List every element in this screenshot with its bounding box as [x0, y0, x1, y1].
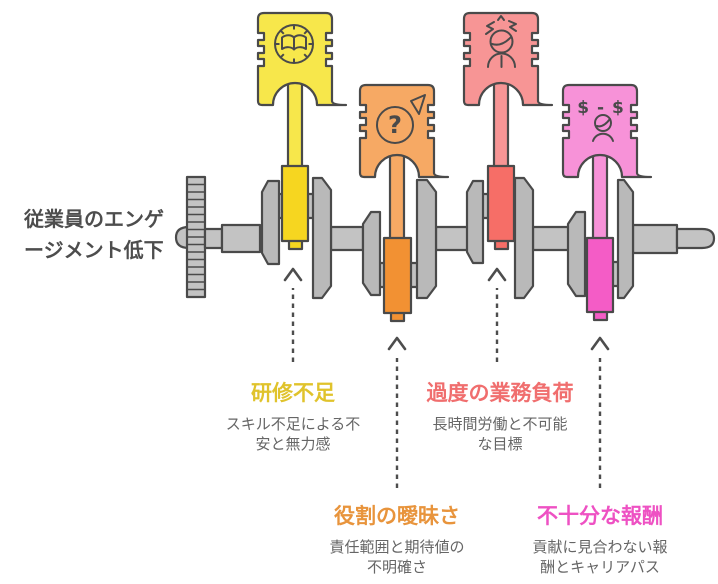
- piston-reward: $ - $: [561, 83, 653, 179]
- crank-web: [311, 176, 333, 300]
- arrow-training: [283, 267, 303, 362]
- rod-reward: [591, 148, 609, 242]
- shaft-segment: [434, 225, 470, 252]
- training-book-icon: [274, 24, 314, 64]
- shaft-end-block: [631, 223, 679, 255]
- shaft-right-end: [675, 227, 716, 250]
- shaft-segment: [531, 225, 571, 252]
- crank-web: [513, 176, 535, 300]
- arrow-overload: [487, 267, 507, 362]
- stressed-person-icon: [485, 15, 517, 68]
- crank-webs: [260, 176, 635, 300]
- piston-overload: [462, 11, 554, 107]
- cause-title: 研修不足: [251, 381, 335, 405]
- rod-bigend-overload: [486, 164, 516, 243]
- pay-text-glyph: $ - $: [577, 98, 625, 118]
- cause-title: 不十分な報酬: [537, 504, 663, 528]
- crank-web: [616, 178, 635, 300]
- underpaid-person-icon: $ - $: [577, 98, 625, 142]
- cause-description: 責任範囲と期待値の 不明確さ: [329, 538, 465, 576]
- connecting-rods: [280, 76, 615, 323]
- cause-description: 長時間労働と不可能 な目標: [432, 415, 568, 453]
- crank-web: [260, 179, 281, 266]
- cause-description: スキル不足による不 安と無力感: [225, 415, 361, 453]
- question-mark-glyph: ?: [388, 111, 402, 139]
- rod-overload: [492, 76, 510, 172]
- pulley-ribs: [187, 183, 205, 291]
- rod-training: [286, 76, 304, 172]
- cause-label-group-training: 研修不足 スキル不足による不 安と無力感: [187, 381, 399, 455]
- cause-title: 過度の業務負荷: [426, 381, 574, 405]
- crank-web: [566, 210, 587, 298]
- arrow-role: [387, 336, 407, 488]
- pointer-arrows: [283, 267, 610, 488]
- crank-web: [415, 178, 438, 300]
- cause-description: 貢献に見合わない報 酬とキャリアパス: [532, 538, 668, 576]
- rod-role: [388, 148, 406, 244]
- cause-label-group-reward: 不十分な報酬 貢献に見合わない報 酬とキャリアパス: [494, 504, 706, 578]
- shaft-left-nub: [174, 225, 191, 250]
- rod-bigend-training: [280, 164, 310, 243]
- arrow-reward: [590, 336, 610, 488]
- crank-web: [465, 179, 485, 265]
- piston-role: ?: [358, 83, 450, 179]
- cause-label-group-role: 役割の曖昧さ 責任範囲と期待値の 不明確さ: [291, 504, 503, 578]
- rod-bigend-role: [382, 236, 413, 315]
- piston-training: [256, 11, 348, 107]
- cause-label-group-overload: 過度の業務負荷 長時間労働と不可能 な目標: [394, 381, 606, 455]
- rod-bigend-reward: [585, 236, 615, 314]
- shaft-step-block: [220, 223, 262, 254]
- page-title: 従業員のエンゲ ージメント低下: [24, 207, 164, 262]
- pistons: ? $ - $: [256, 11, 653, 179]
- question-direction-icon: ?: [376, 94, 426, 144]
- shaft-segment: [329, 225, 365, 252]
- crank-web: [361, 210, 382, 297]
- cause-title: 役割の曖昧さ: [334, 504, 460, 528]
